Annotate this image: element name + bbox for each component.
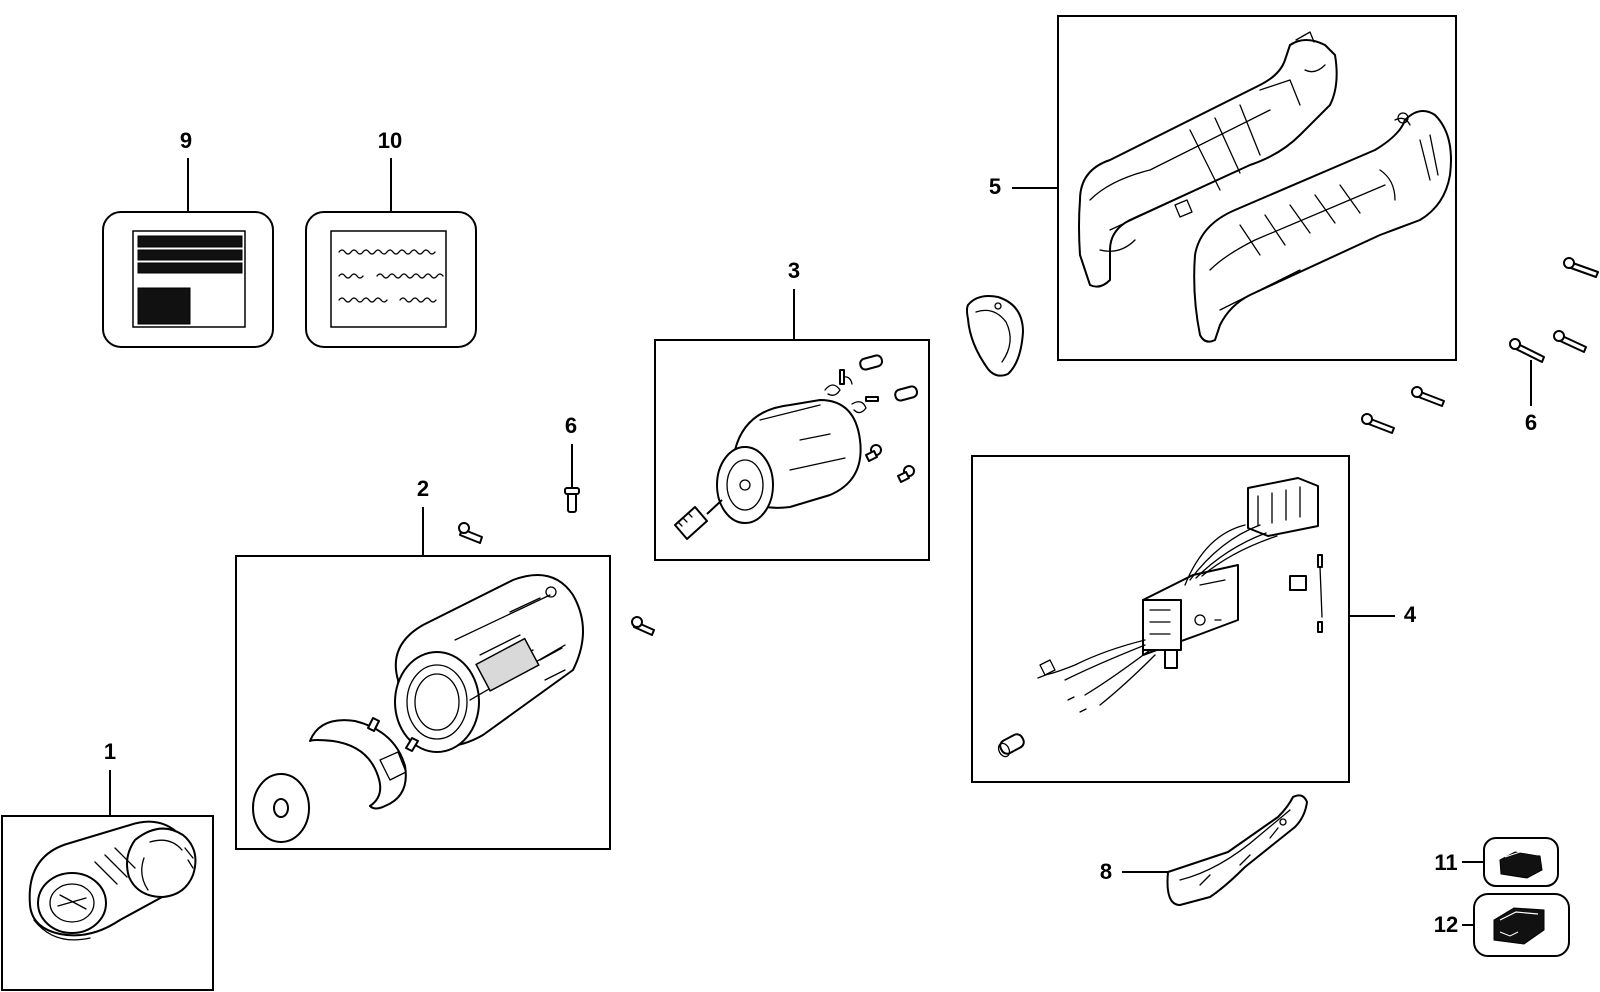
callout-10: 10: [378, 128, 402, 153]
part-10-label[interactable]: 10: [305, 128, 477, 348]
callout-1: 1: [104, 739, 116, 764]
clamp-ring[interactable]: [966, 295, 1024, 377]
callout-9: 9: [180, 128, 192, 153]
callout-5: 5: [989, 174, 1001, 199]
part-3-motor[interactable]: 3: [654, 258, 930, 561]
part-8-cover[interactable]: 8: [1100, 794, 1308, 906]
callout-8: 8: [1100, 859, 1112, 884]
callout-4: 4: [1404, 602, 1417, 627]
callout-11: 11: [1434, 850, 1457, 875]
callout-3: 3: [788, 258, 800, 283]
part-2-gear-housing[interactable]: 2: [235, 476, 611, 850]
part-12-charger[interactable]: 12: [1434, 893, 1570, 957]
callout-12: 12: [1434, 912, 1458, 937]
screw-group-6-left[interactable]: 6: [458, 413, 655, 636]
part-1-ratchet-head[interactable]: 1: [1, 739, 214, 991]
screw-group-6-right[interactable]: 6: [1361, 257, 1599, 435]
part-9-label[interactable]: 9: [102, 128, 274, 348]
part-4-switch-assembly[interactable]: 4: [971, 455, 1417, 783]
callout-6-right: 6: [1525, 410, 1537, 435]
part-5-housing[interactable]: 5: [989, 15, 1457, 361]
callout-6-left: 6: [565, 413, 577, 438]
callout-2: 2: [417, 476, 429, 501]
part-11-battery[interactable]: 11: [1434, 837, 1559, 887]
